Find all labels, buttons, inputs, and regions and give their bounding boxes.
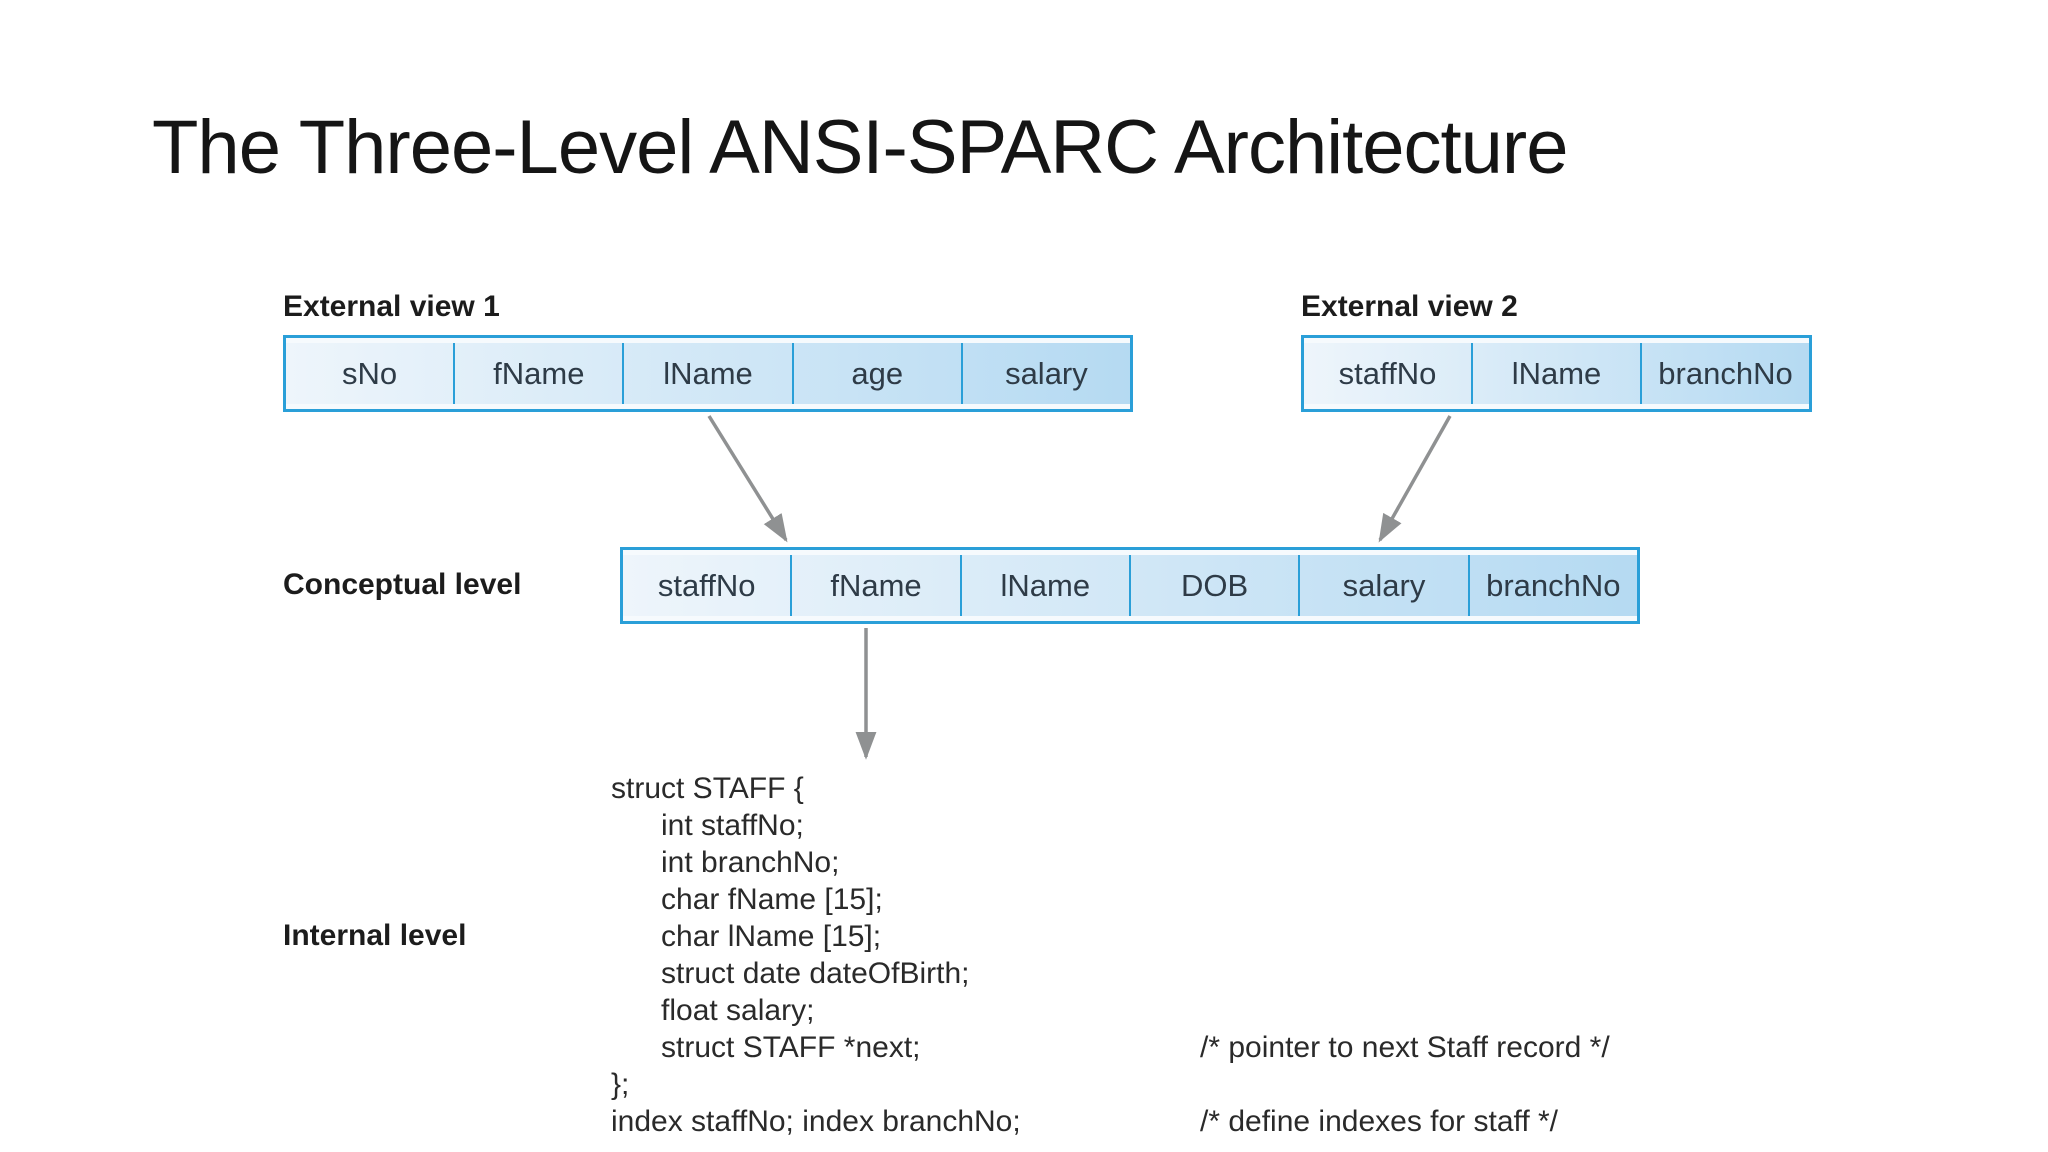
code-comment: /* pointer to next Staff record */ [1200, 1031, 1610, 1064]
code-line: int branchNo; [611, 844, 1021, 881]
external-view-2-row: staffNo lName branchNo [1304, 343, 1809, 404]
cell-staffno: staffNo [1338, 355, 1437, 391]
cell-branchno: branchNo [1640, 343, 1809, 404]
conceptual-level-row: staffNo fName lName DOB salary branchNo [623, 555, 1637, 616]
code-comment: /* define indexes for staff */ [1200, 1105, 1558, 1138]
code-text: }; [611, 1068, 630, 1101]
internal-code-block: struct STAFF { int staffNo; int branchNo… [611, 770, 1610, 1140]
code-line: struct STAFF *next; /* pointer to next St… [611, 1029, 1610, 1066]
external-view-2-table: staffNo lName branchNo [1301, 335, 1812, 412]
cell-salary: salary [960, 343, 1130, 404]
code-text: char fName [15]; [611, 883, 883, 916]
cell-salary: salary [1298, 555, 1467, 616]
cell-dob: DOB [1128, 555, 1298, 616]
code-text: int staffNo; [611, 809, 804, 842]
code-text: struct date dateOfBirth; [611, 957, 970, 990]
external-view-1-label: External view 1 [283, 290, 500, 323]
cell-fname: fName [453, 343, 622, 404]
cell-staffno: staffNo [657, 567, 756, 603]
conceptual-level-label: Conceptual level [283, 568, 522, 601]
arrow-ev1-to-conceptual [707, 415, 788, 543]
cell-lname: lName [959, 555, 1129, 616]
code-text: struct STAFF *next; [611, 1031, 921, 1064]
cell-lname: lName [622, 343, 791, 404]
code-line: char fName [15]; [611, 881, 1021, 918]
code-line: struct date dateOfBirth; [611, 955, 1021, 992]
cell-lname: lName [1471, 343, 1640, 404]
internal-level-label: Internal level [283, 919, 467, 952]
cell-age: age [791, 343, 961, 404]
cell-fname: fName [790, 555, 959, 616]
code-line: float salary; [611, 992, 1021, 1029]
code-text: char lName [15]; [611, 920, 882, 953]
code-text: struct STAFF { [611, 772, 804, 805]
code-line: struct STAFF { [611, 770, 1021, 807]
page-title: The Three-Level ANSI-SPARC Architecture [152, 105, 1568, 190]
external-view-1-row: sNo fName lName age salary [286, 343, 1130, 404]
arrow-ev2-to-conceptual [1378, 415, 1452, 543]
code-line: }; [611, 1066, 1021, 1103]
code-text: index staffNo; index branchNo; [611, 1105, 1021, 1138]
cell-branchno: branchNo [1467, 555, 1637, 616]
cell-sno: sNo [342, 355, 398, 391]
external-view-1-table: sNo fName lName age salary [283, 335, 1133, 412]
code-text: float salary; [611, 994, 815, 1027]
code-text: int branchNo; [611, 846, 840, 879]
code-line: int staffNo; [611, 807, 1021, 844]
code-line: char lName [15]; [611, 918, 1021, 955]
conceptual-level-table: staffNo fName lName DOB salary branchNo [620, 547, 1640, 624]
external-view-2-label: External view 2 [1301, 290, 1518, 323]
code-line: index staffNo; index branchNo; /* define … [611, 1103, 1558, 1140]
